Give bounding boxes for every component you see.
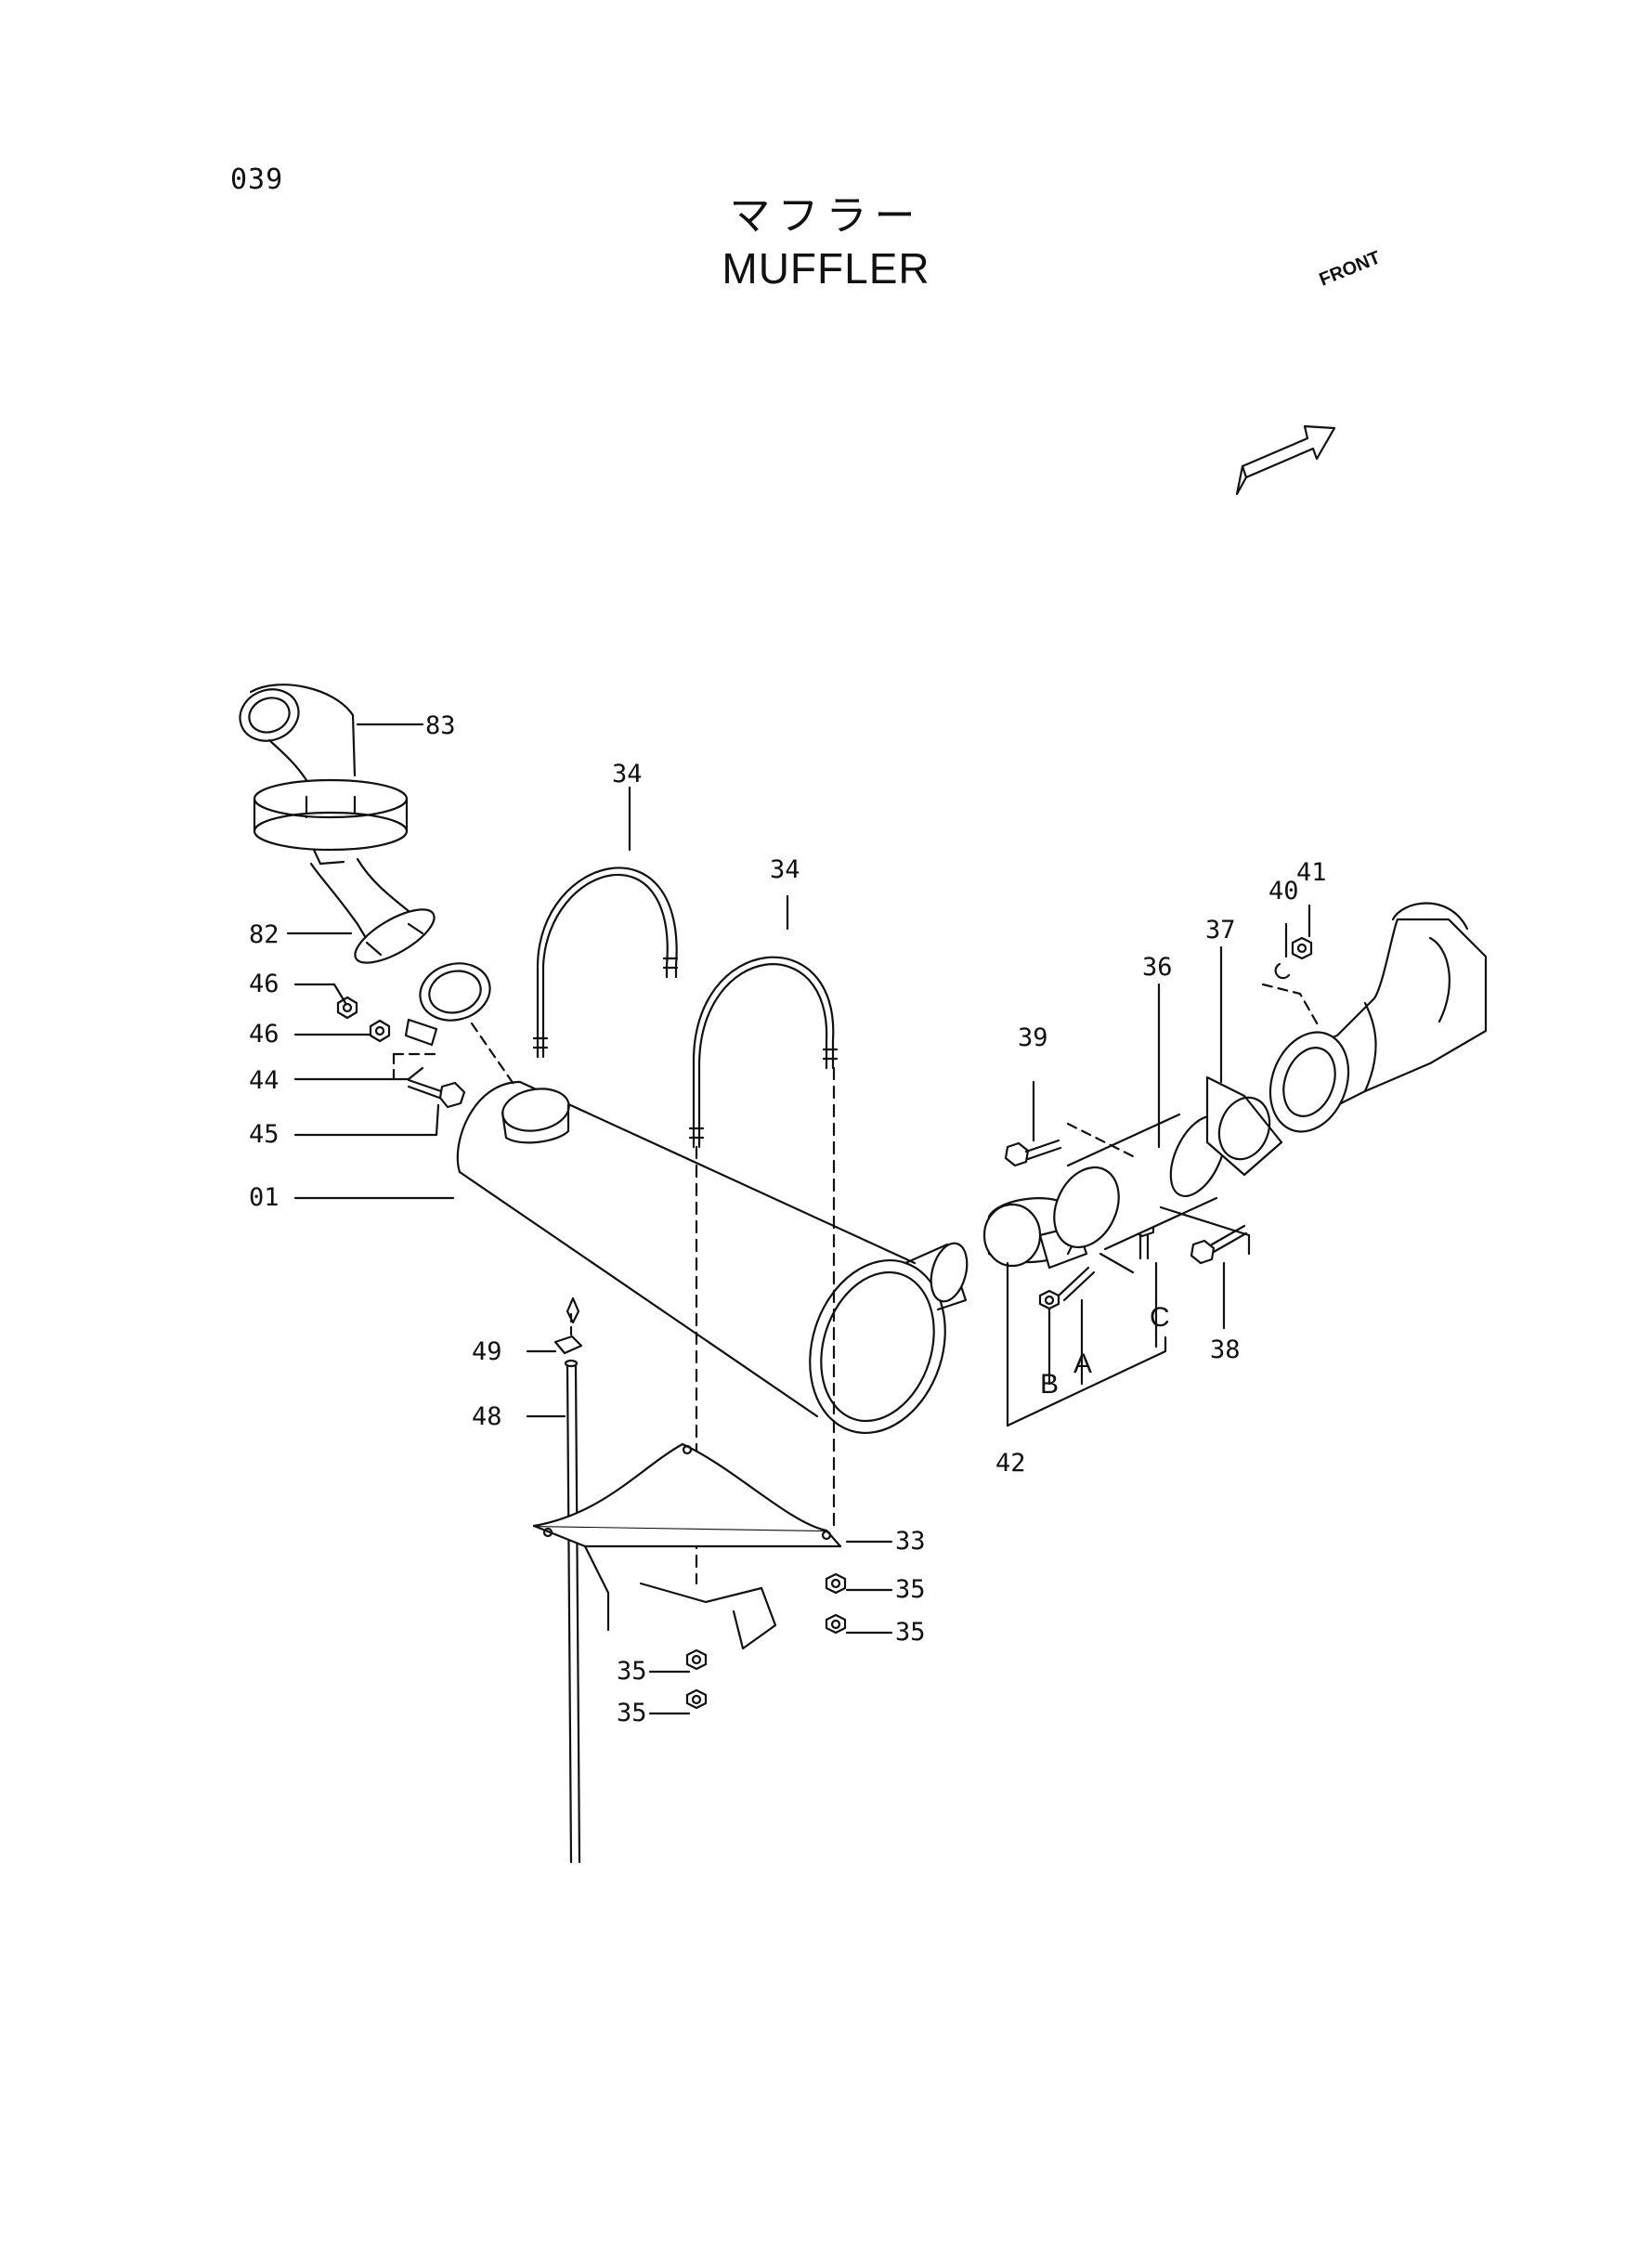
label-35-d: 35 <box>617 1699 647 1727</box>
muffler-body-01 <box>456 1022 969 1435</box>
front-label: FRONT <box>1317 247 1384 290</box>
page-title-english: MUFFLER <box>722 244 930 293</box>
label-c: C <box>1150 1302 1170 1333</box>
label-37: 37 <box>1205 916 1236 945</box>
clamp-44 <box>404 962 491 1047</box>
u-bolt-34-left <box>532 866 679 1059</box>
gasket-37 <box>1205 1075 1283 1177</box>
elbow-pipe-82 <box>309 857 436 964</box>
label-83: 83 <box>425 711 456 740</box>
bracket-33 <box>532 1442 842 1650</box>
label-35-a: 35 <box>895 1575 926 1604</box>
label-01: 01 <box>249 1183 280 1212</box>
label-36: 36 <box>1142 953 1173 982</box>
label-48: 48 <box>472 1402 502 1431</box>
bolt-39 <box>1004 1139 1062 1167</box>
label-33: 33 <box>895 1527 926 1556</box>
label-82: 82 <box>249 920 280 949</box>
label-35-c: 35 <box>617 1657 647 1686</box>
front-arrow-icon <box>1235 424 1336 496</box>
stack-pipe-83 <box>239 684 409 866</box>
label-44: 44 <box>249 1066 280 1095</box>
nut-35-d <box>685 1688 708 1710</box>
nut-46-lower <box>369 1019 391 1043</box>
part-number-labels: FRONT 83 82 46 46 44 45 01 34 34 49 48 3… <box>249 247 1384 1727</box>
label-46-upper: 46 <box>249 970 280 998</box>
label-46-lower: 46 <box>249 1020 280 1049</box>
label-40: 40 <box>1268 877 1299 905</box>
u-bolt-34-right <box>688 956 839 1149</box>
label-45: 45 <box>249 1120 280 1149</box>
ring-40 <box>1274 962 1291 980</box>
page-number: 039 <box>230 163 284 196</box>
clip-49 <box>553 1335 583 1355</box>
nut-35-b <box>825 1613 847 1635</box>
nut-35-a <box>825 1572 847 1595</box>
label-34-right: 34 <box>770 855 800 884</box>
page-title-japanese: マフラー <box>729 192 923 240</box>
label-38: 38 <box>1210 1335 1241 1364</box>
label-a: A <box>1073 1348 1092 1379</box>
exhaust-elbow <box>1268 902 1488 1133</box>
leader-lines <box>286 723 1311 1715</box>
rod-48 <box>564 1359 581 1864</box>
label-34-left: 34 <box>612 760 643 788</box>
label-49: 49 <box>472 1337 502 1366</box>
label-b: B <box>1040 1369 1059 1400</box>
label-35-b: 35 <box>895 1618 926 1647</box>
nut-35-c <box>685 1648 708 1671</box>
label-41: 41 <box>1296 858 1327 887</box>
label-42: 42 <box>995 1449 1026 1478</box>
nut-41 <box>1291 936 1313 960</box>
nut-46-upper <box>336 996 358 1020</box>
label-39: 39 <box>1018 1023 1048 1052</box>
nut-b <box>1038 1289 1060 1310</box>
bolt-45 <box>407 1078 466 1109</box>
bolt-38 <box>1190 1224 1248 1265</box>
pin-a <box>1057 1266 1096 1302</box>
